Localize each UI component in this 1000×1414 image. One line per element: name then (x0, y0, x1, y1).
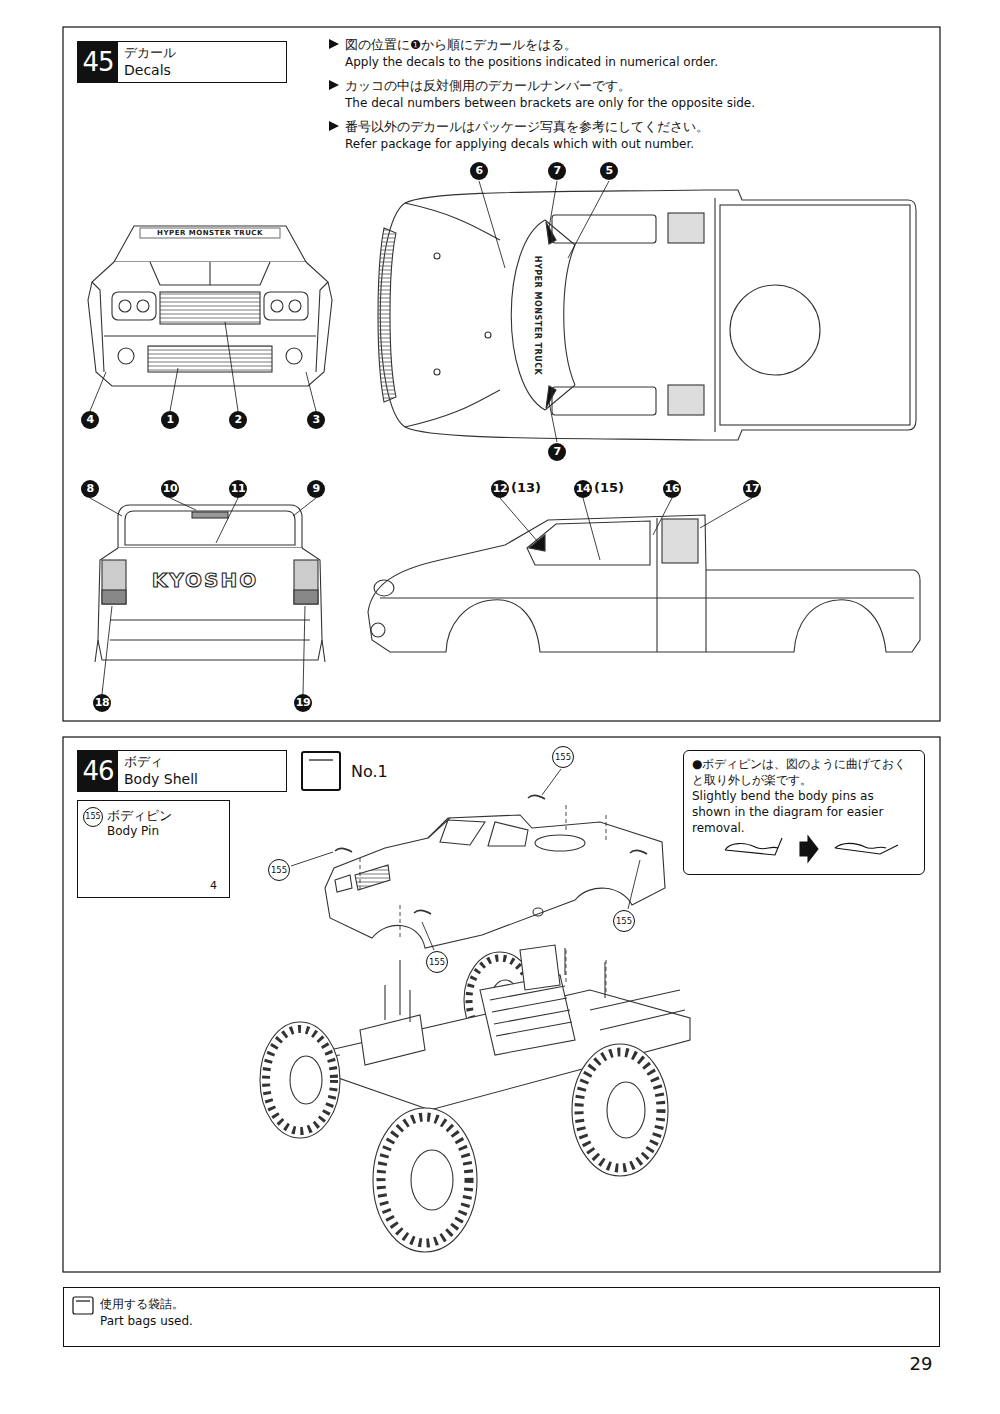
truck-side-view (368, 515, 920, 652)
callout-number: 14 (574, 480, 592, 498)
instruction: The decal numbers between brackets are o… (345, 96, 755, 110)
truck-rear-view (95, 505, 325, 662)
part-number: 155 (83, 807, 103, 827)
step-title: ボディ (124, 753, 163, 771)
part-bag-box: No.1 (301, 751, 341, 791)
step-number: 46 (78, 751, 118, 791)
callout-number: 7 (548, 162, 566, 180)
bag-icon-detail (309, 759, 333, 760)
callout-number: 16 (663, 480, 681, 498)
part-name: ボディピン (107, 807, 172, 825)
footer-note: 使用する袋詰。 (100, 1296, 184, 1313)
callout-number: 8 (81, 480, 99, 498)
step-title: デカール (124, 44, 176, 62)
part-callout: 155 (552, 746, 574, 768)
instruction: 番号以外のデカールはパッケージ写真を参考にしてください。 (345, 119, 709, 136)
callout-number: 11 (229, 480, 247, 498)
instruction: Apply the decals to the positions indica… (345, 55, 718, 69)
decal-text: KYOSHO (152, 568, 258, 592)
leader-lines (500, 498, 752, 560)
footer-note: Part bags used. (100, 1314, 193, 1328)
step-number: 45 (78, 42, 118, 82)
callout-number: (15) (594, 480, 624, 495)
chassis-drawing (260, 945, 690, 1252)
panel-frames (63, 27, 940, 1272)
part-box: 155ボディピンBody Pin 4 (77, 800, 230, 898)
callout-number: 5 (600, 162, 618, 180)
page-number: 29 (910, 1353, 933, 1374)
leader-lines (90, 322, 316, 411)
part-name: Body Pin (107, 824, 159, 838)
callout-number: 19 (294, 694, 312, 712)
part-callout: 155 (613, 910, 635, 932)
instruction: カッコの中は反対側用のデカールナンバーです。 (345, 78, 631, 95)
callout-number: 17 (743, 480, 761, 498)
decal-text: HYPER MONSTER TRUCK (157, 229, 263, 237)
callout-number: 9 (307, 480, 325, 498)
truck-top-view (378, 190, 916, 440)
pin-bend-drawing (725, 836, 898, 862)
part-quantity: 4 (210, 879, 217, 892)
step-title: Body Shell (124, 771, 198, 787)
instruction: 図の位置に❶から順にデカールをはる。 (345, 37, 577, 54)
bullet-triangles (329, 39, 339, 131)
callout-number: 18 (93, 694, 111, 712)
part-callout: 155 (268, 859, 290, 881)
tip-box: ●ボディピンは、図のように曲げておくと取り外しが楽です。Slightly ben… (683, 750, 925, 875)
callout-number: 10 (161, 480, 179, 498)
callout-number: 7 (548, 443, 566, 461)
decal-text: HYPER MONSTER TRUCK (534, 255, 543, 375)
part-callout: 155 (426, 951, 448, 973)
callout-number: 6 (470, 162, 488, 180)
tip-text: Slightly bend the body pins as shown in … (692, 788, 916, 836)
step-title: Decals (124, 62, 171, 78)
callout-number: 12 (491, 480, 509, 498)
leader-lines (479, 181, 609, 442)
step-header: 46 ボディBody Shell (77, 750, 287, 792)
callout-number: 1 (161, 411, 179, 429)
tip-text: ●ボディピンは、図のように曲げておくと取り外しが楽です。 (692, 756, 916, 788)
footer-box: 使用する袋詰。Part bags used. (63, 1287, 940, 1347)
bag-icon (73, 1297, 93, 1314)
truck-front-view (88, 226, 332, 386)
leader-lines (90, 498, 316, 694)
callout-number: 2 (229, 411, 247, 429)
callout-number: 4 (81, 411, 99, 429)
instruction: Refer package for applying decals which … (345, 137, 694, 151)
callout-number: 3 (307, 411, 325, 429)
leader-lines (291, 769, 640, 950)
bag-number: No.1 (351, 762, 388, 781)
callout-number: (13) (511, 480, 541, 495)
step-header: 45 デカールDecals (77, 41, 287, 83)
